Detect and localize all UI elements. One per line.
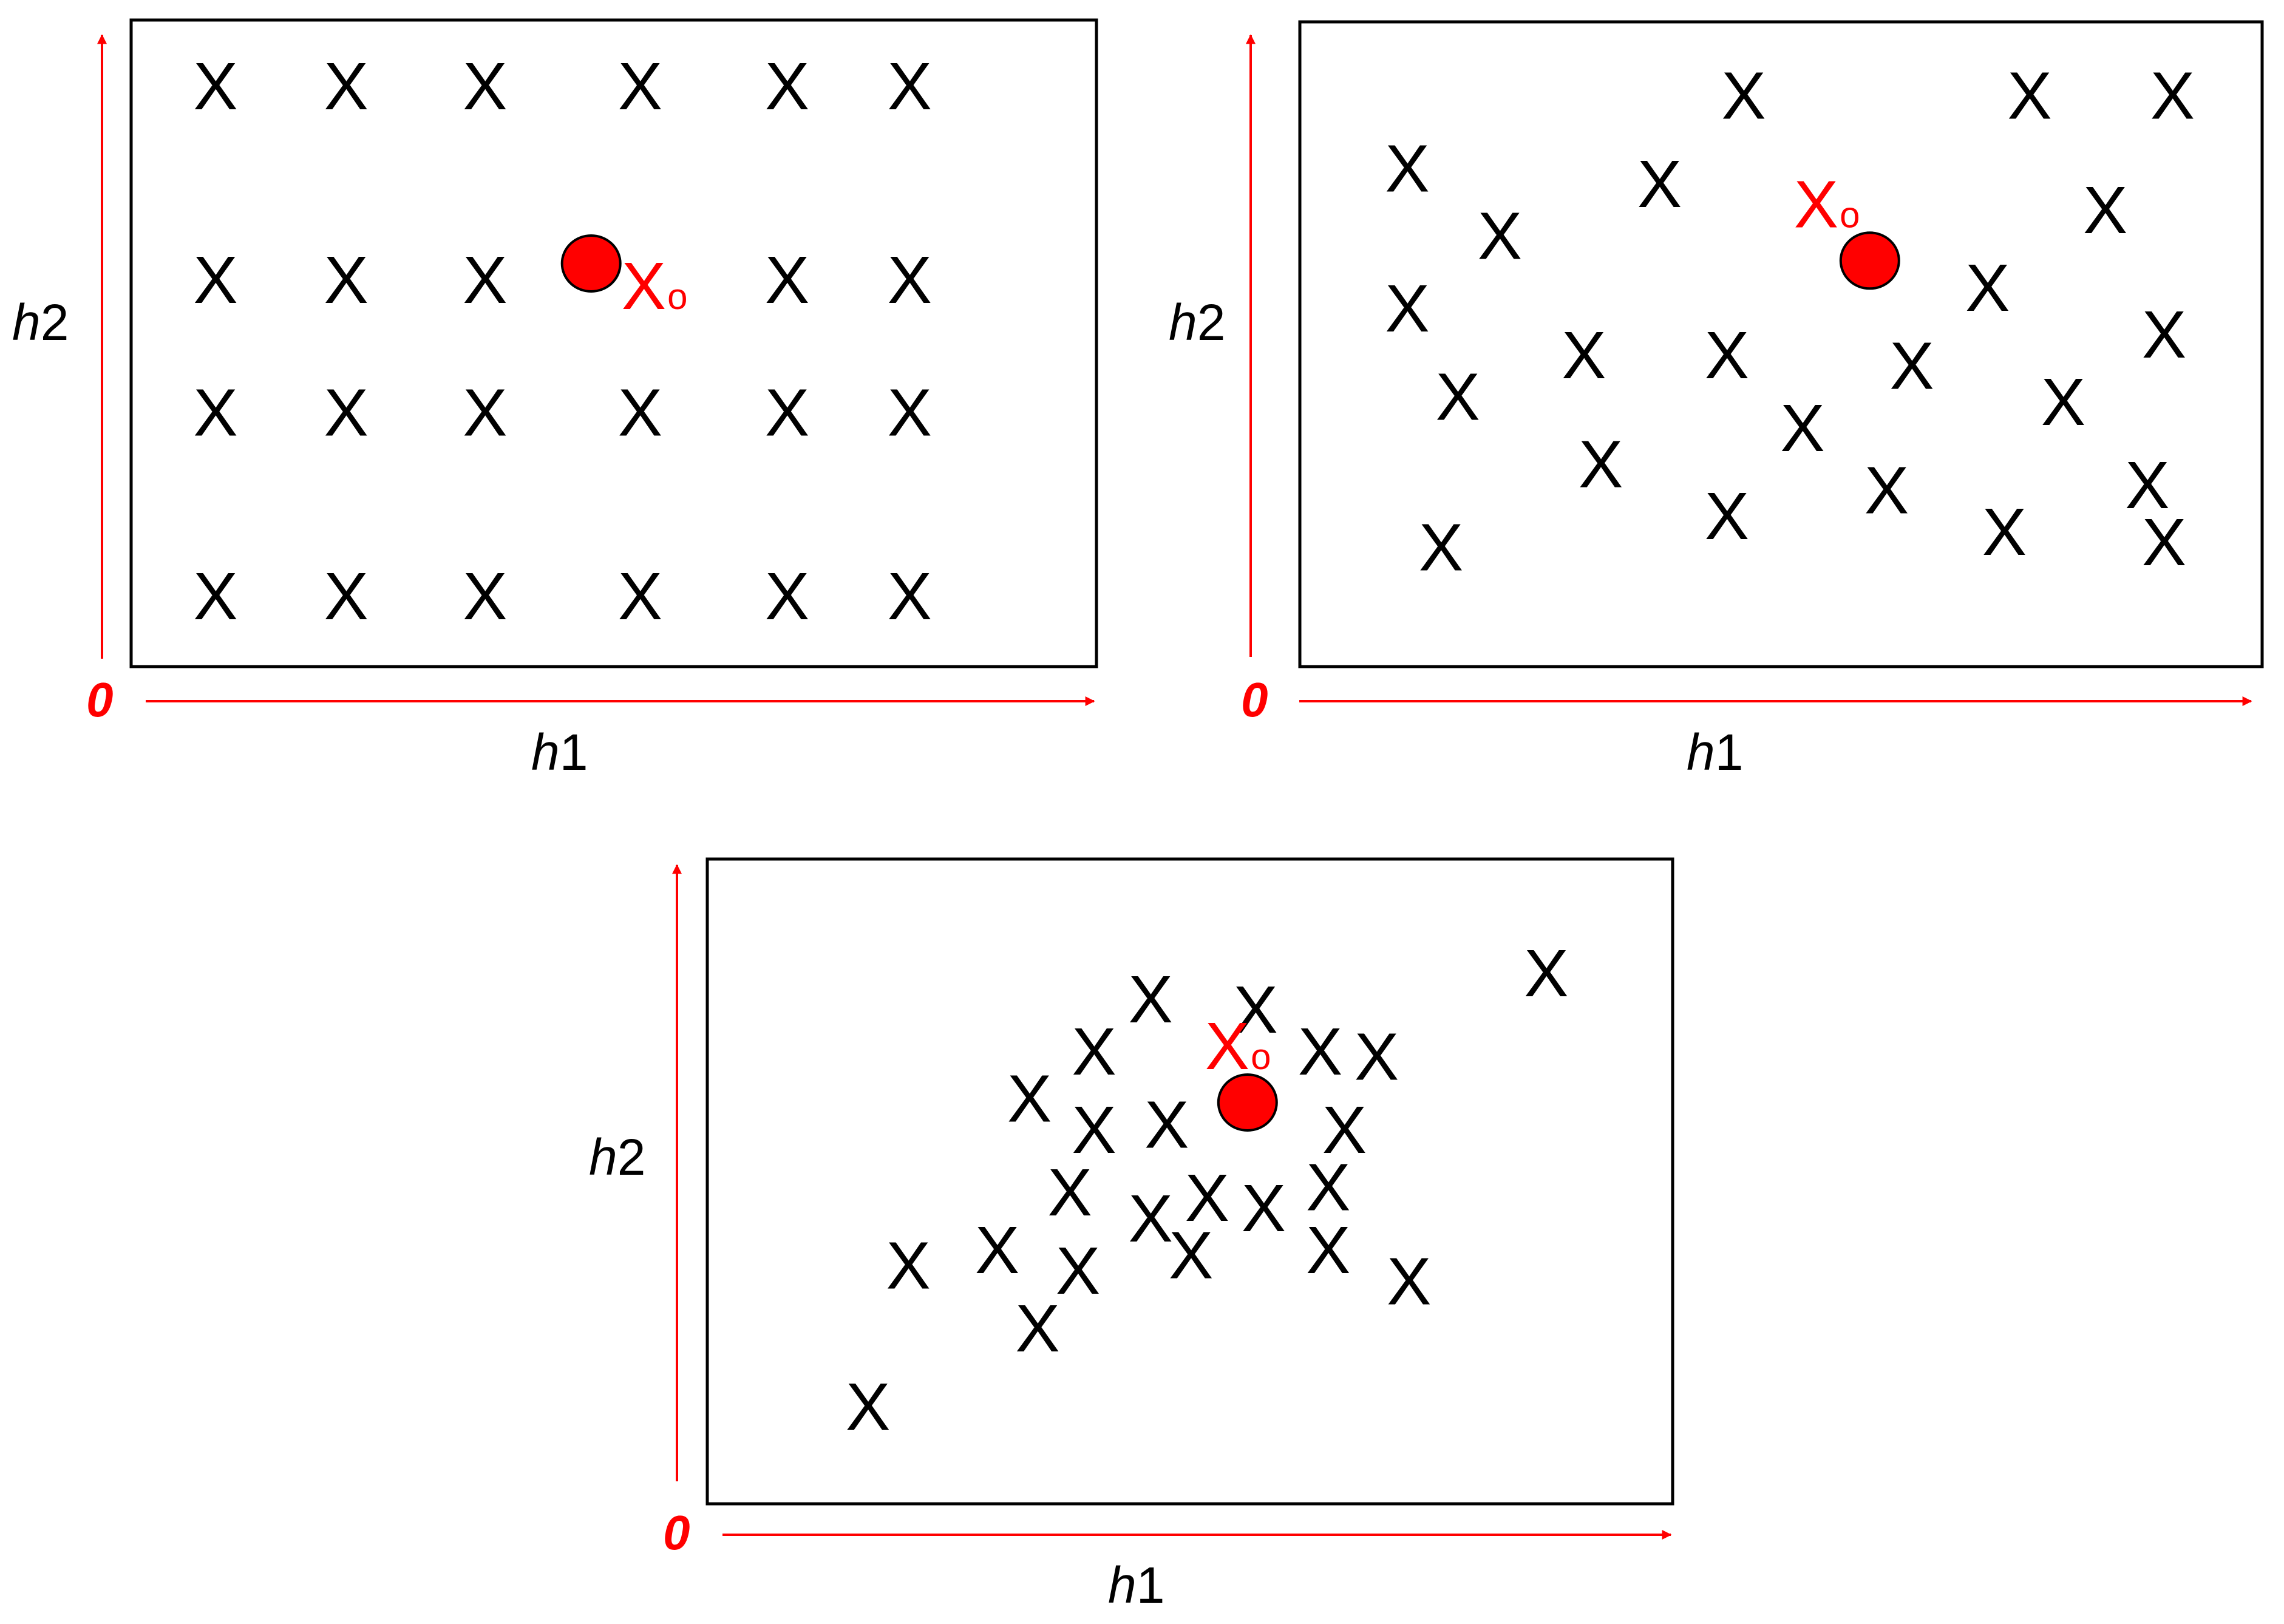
data-mark: X — [765, 376, 809, 450]
data-mark: X — [1436, 360, 1480, 435]
data-mark: X — [1144, 1087, 1189, 1162]
data-mark: X — [1354, 1020, 1399, 1095]
data-mark: X — [1965, 251, 2010, 325]
data-mark: X — [1322, 1093, 1367, 1167]
data-mark: X — [2041, 365, 2085, 440]
data-mark: X — [1385, 131, 1429, 206]
data-mark: X — [888, 559, 932, 634]
x-axis-label: h1 — [1687, 724, 1743, 781]
data-mark: X — [2083, 173, 2127, 248]
data-mark: X — [2125, 448, 2169, 523]
data-mark: X — [618, 49, 662, 124]
data-mark: X — [1169, 1218, 1213, 1293]
data-mark: X — [193, 559, 237, 634]
data-mark: X — [2142, 505, 2186, 580]
x-axis-label: h1 — [1108, 1557, 1164, 1614]
data-mark: X — [463, 243, 507, 318]
origin-label: 0 — [663, 1506, 690, 1560]
y-axis-label: h2 — [12, 294, 69, 351]
data-mark: X — [1478, 199, 1522, 274]
data-mark: X — [1982, 495, 2027, 569]
data-mark: X — [1129, 1181, 1173, 1256]
data-mark: X — [193, 376, 237, 450]
data-mark: X — [1185, 1161, 1229, 1235]
query-point: Xo — [1205, 1009, 1278, 1132]
plot-frame — [705, 857, 1674, 1506]
y-axis-label: h2 — [1169, 294, 1225, 351]
plot-frame — [129, 18, 1098, 668]
data-mark: X — [765, 243, 809, 318]
query-point-label: Xo — [1205, 1009, 1271, 1084]
data-mark: X — [1780, 391, 1824, 466]
data-mark: X — [888, 49, 932, 124]
plot-frame — [1298, 20, 2264, 668]
data-mark: X — [975, 1213, 1019, 1288]
origin-label: 0 — [1241, 673, 1268, 727]
query-point-dot — [1217, 1073, 1278, 1132]
data-mark: X — [886, 1229, 931, 1303]
query-point-label: Xo — [622, 249, 688, 324]
origin-label: 0 — [86, 673, 114, 727]
data-mark: X — [193, 49, 237, 124]
query-point: Xo — [1794, 167, 1900, 290]
data-mark: X — [765, 49, 809, 124]
data-mark: X — [1721, 59, 1766, 134]
data-mark: X — [1387, 1244, 1431, 1319]
data-mark: X — [324, 49, 369, 124]
data-mark: X — [324, 243, 369, 318]
data-mark: X — [193, 243, 237, 318]
query-point-dot — [1839, 231, 1900, 290]
data-mark: X — [1306, 1213, 1350, 1288]
data-mark: X — [2150, 59, 2195, 134]
data-mark: X — [1705, 318, 1749, 393]
query-point-label: Xo — [1794, 167, 1860, 242]
data-mark: X — [324, 376, 369, 450]
data-mark: X — [1015, 1291, 1059, 1366]
data-mark: X — [1072, 1093, 1116, 1167]
data-mark: X — [1864, 454, 1909, 528]
data-mark: X — [1072, 1014, 1116, 1089]
data-mark: X — [1385, 271, 1429, 346]
query-point-dot — [560, 234, 622, 293]
data-mark: X — [1524, 936, 1568, 1011]
data-mark: X — [888, 243, 932, 318]
data-mark: X — [1705, 479, 1749, 554]
data-mark: X — [1562, 318, 1606, 393]
data-mark: X — [888, 376, 932, 450]
data-mark: X — [1306, 1150, 1350, 1225]
data-mark: X — [2007, 59, 2051, 134]
data-mark: X — [463, 49, 507, 124]
data-mark: X — [1579, 427, 1623, 502]
data-mark: X — [2142, 297, 2186, 372]
data-mark: X — [324, 559, 369, 634]
data-mark: X — [846, 1370, 890, 1444]
data-mark: X — [1419, 511, 1463, 585]
data-mark: X — [463, 376, 507, 450]
data-mark: X — [1242, 1171, 1286, 1246]
data-mark: X — [1637, 147, 1682, 222]
data-mark: X — [618, 376, 662, 450]
data-mark: X — [1007, 1061, 1052, 1136]
data-mark: X — [618, 559, 662, 634]
data-mark: X — [1889, 328, 1934, 403]
x-axis-label: h1 — [531, 724, 588, 781]
data-mark: X — [463, 559, 507, 634]
data-mark: X — [1298, 1014, 1342, 1089]
query-point: Xo — [560, 234, 688, 324]
data-mark: X — [765, 559, 809, 634]
data-mark: X — [1056, 1234, 1100, 1308]
data-mark: X — [1129, 962, 1173, 1037]
data-mark: X — [1233, 973, 1277, 1047]
y-axis-label: h2 — [589, 1129, 645, 1186]
data-mark: X — [1048, 1155, 1092, 1230]
